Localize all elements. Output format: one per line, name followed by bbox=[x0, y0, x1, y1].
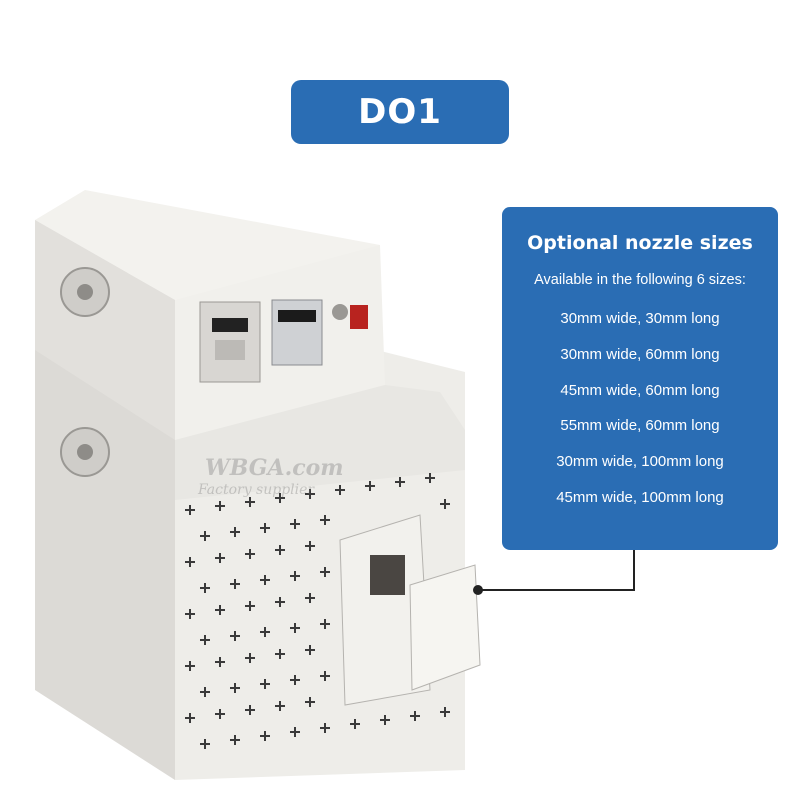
vent-cross bbox=[245, 497, 255, 507]
vent-pattern bbox=[185, 473, 450, 749]
timer-buttons bbox=[215, 340, 245, 360]
vent-cross bbox=[200, 635, 210, 645]
nozzle-assembly bbox=[339, 514, 481, 706]
vent-cross bbox=[275, 597, 285, 607]
vent-cross bbox=[200, 531, 210, 541]
vent-cross bbox=[260, 731, 270, 741]
vent-cross bbox=[290, 623, 300, 633]
knob-icon bbox=[332, 304, 348, 320]
vent-cross bbox=[290, 519, 300, 529]
size-item: 45mm wide, 60mm long bbox=[560, 381, 720, 399]
vent-cross bbox=[245, 653, 255, 663]
vent-cross bbox=[230, 683, 240, 693]
vent-cross bbox=[290, 571, 300, 581]
vent-cross bbox=[230, 579, 240, 589]
vent-cross bbox=[275, 649, 285, 659]
vent-cross bbox=[290, 675, 300, 685]
nozzle-opening bbox=[370, 555, 405, 595]
vent-cross bbox=[320, 671, 330, 681]
product-title-badge: DO1 bbox=[291, 80, 509, 144]
vent-cross bbox=[335, 485, 345, 495]
size-item: 55mm wide, 60mm long bbox=[560, 417, 720, 435]
vent-cross bbox=[425, 473, 435, 483]
vent-cross bbox=[200, 739, 210, 749]
timer-display bbox=[212, 318, 248, 332]
vent-cross bbox=[185, 609, 195, 619]
product-title: DO1 bbox=[358, 92, 442, 132]
vent-cross bbox=[245, 549, 255, 559]
vent-cross bbox=[320, 723, 330, 733]
vent-cross bbox=[260, 523, 270, 533]
connector-dot bbox=[473, 585, 483, 595]
vent-cross bbox=[215, 709, 225, 719]
vent-cross bbox=[215, 553, 225, 563]
vent-cross bbox=[275, 545, 285, 555]
temp-controller bbox=[271, 299, 323, 366]
vent-cross bbox=[215, 501, 225, 511]
vent-cross bbox=[200, 687, 210, 697]
vent-cross bbox=[230, 735, 240, 745]
vent-cross bbox=[215, 605, 225, 615]
power-switch-icon bbox=[350, 305, 368, 329]
temp-display bbox=[278, 310, 316, 322]
lower-step bbox=[175, 385, 465, 500]
nozzle-sizes-panel: Optional nozzle sizes Available in the f… bbox=[502, 207, 778, 550]
vent-cross bbox=[215, 657, 225, 667]
vent-cross bbox=[260, 575, 270, 585]
vent-cross bbox=[305, 489, 315, 499]
vent-cross bbox=[350, 719, 360, 729]
control-panel bbox=[199, 299, 368, 383]
vent-cross bbox=[365, 481, 375, 491]
vent-cross bbox=[230, 527, 240, 537]
vent-cross bbox=[320, 515, 330, 525]
size-item: 45mm wide, 100mm long bbox=[556, 488, 724, 506]
side-fan-icon bbox=[60, 427, 110, 477]
vent-cross bbox=[185, 557, 195, 567]
vent-cross bbox=[320, 619, 330, 629]
vent-cross bbox=[200, 583, 210, 593]
vent-cross bbox=[290, 727, 300, 737]
vent-cross bbox=[320, 567, 330, 577]
vent-cross bbox=[410, 711, 420, 721]
vent-cross bbox=[380, 715, 390, 725]
vent-cross bbox=[260, 679, 270, 689]
vent-cross bbox=[305, 645, 315, 655]
size-item: 30mm wide, 100mm long bbox=[556, 453, 724, 471]
panel-heading: Optional nozzle sizes bbox=[527, 232, 753, 254]
vent-cross bbox=[395, 477, 405, 487]
vent-cross bbox=[185, 661, 195, 671]
size-item: 30mm wide, 30mm long bbox=[560, 310, 720, 327]
vent-cross bbox=[245, 705, 255, 715]
vent-cross bbox=[185, 505, 195, 515]
top-fan-icon bbox=[60, 267, 110, 317]
vent-cross bbox=[305, 593, 315, 603]
vent-cross bbox=[305, 697, 315, 707]
connector-line bbox=[478, 550, 635, 591]
watermark-tagline: Factory supplier bbox=[198, 482, 315, 498]
size-item: 30mm wide, 60mm long bbox=[560, 345, 720, 363]
vent-cross bbox=[275, 493, 285, 503]
vent-cross bbox=[185, 713, 195, 723]
vent-cross bbox=[260, 627, 270, 637]
vent-cross bbox=[440, 707, 450, 717]
size-list: 30mm wide, 30mm long 30mm wide, 60mm lon… bbox=[502, 301, 778, 516]
vent-cross bbox=[230, 631, 240, 641]
vent-cross bbox=[305, 541, 315, 551]
vent-cross bbox=[275, 701, 285, 711]
vent-cross bbox=[440, 499, 450, 509]
watermark-logo: WBGA.com bbox=[205, 455, 344, 481]
panel-subheading: Available in the following 6 sizes: bbox=[534, 272, 746, 288]
vent-cross bbox=[245, 601, 255, 611]
